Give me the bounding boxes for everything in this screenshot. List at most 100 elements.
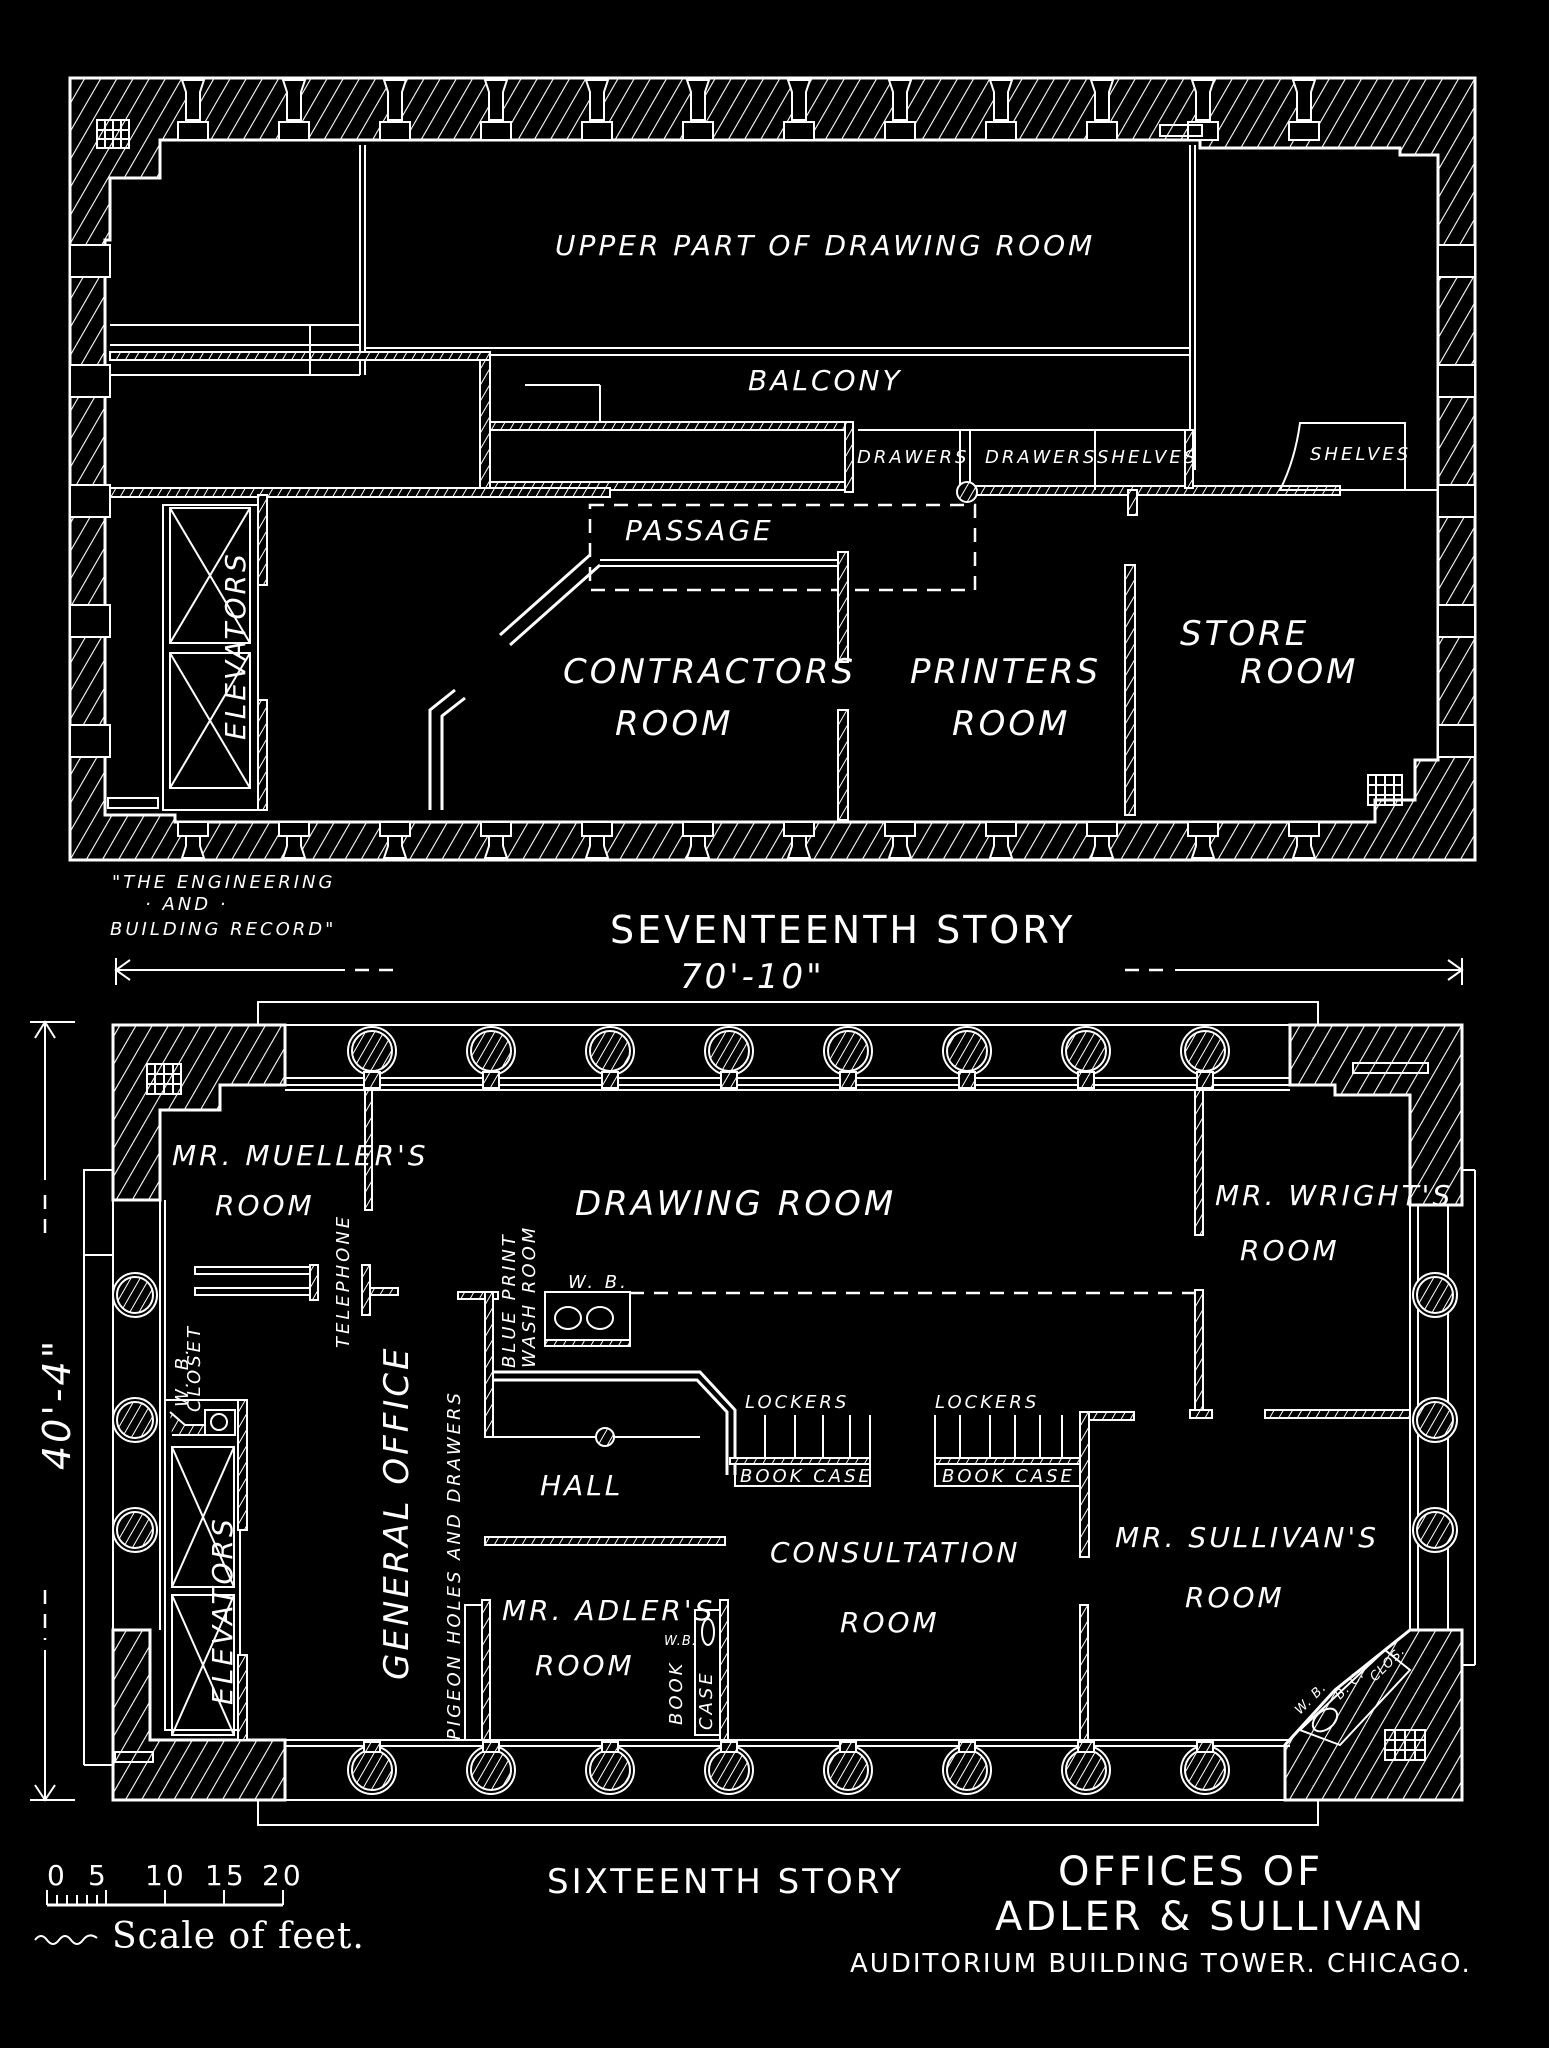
flue-grid-16-bottom-right <box>1384 1729 1426 1761</box>
label-blue-print: BLUE PRINT <box>499 1232 520 1368</box>
window-sill <box>379 121 411 141</box>
label-closet: CLOSET <box>184 1324 205 1412</box>
window-sill <box>1086 821 1118 837</box>
window-recess <box>382 79 408 121</box>
window-sill <box>985 121 1017 141</box>
column <box>470 1749 512 1791</box>
label-hall: HALL <box>540 1469 623 1502</box>
label-sullivan-room-2: ROOM <box>1185 1581 1285 1614</box>
title-block: OFFICES OF ADLER & SULLIVAN AUDITORIUM B… <box>850 1849 1470 1979</box>
label-wb-elevator: W. B. <box>172 1346 193 1407</box>
label-wb-blue-print: W. B. <box>568 1272 629 1293</box>
flue-bottom-left <box>107 797 159 809</box>
elevator-shafts-16 <box>164 1399 248 1741</box>
column <box>708 1030 750 1072</box>
label-wb-adler: W.B. <box>664 1634 697 1649</box>
label-shelves-2: SHELVES <box>1310 444 1411 465</box>
columns-bottom-row <box>347 1741 1230 1795</box>
label-adler-room-1: MR. ADLER'S <box>502 1594 715 1627</box>
window-sill <box>884 821 916 837</box>
scale-flourish <box>34 1934 98 1945</box>
window-sill <box>480 821 512 837</box>
scale-ticks <box>46 1890 284 1905</box>
width-dimension-label: 70'-10" <box>680 957 825 997</box>
window-piers-top <box>177 79 1320 141</box>
window-recess <box>887 79 913 121</box>
window-recess <box>69 244 111 278</box>
label-mueller-room-2: ROOM <box>215 1189 315 1222</box>
label-store-room-1: STORE <box>1180 614 1309 654</box>
publication-credit: "THE ENGINEERING · AND · BUILDING RECORD… <box>110 872 335 940</box>
columns-top-row <box>347 1026 1230 1089</box>
scale-tick-20: 20 <box>262 1859 304 1892</box>
column <box>1416 1511 1454 1549</box>
corner-pier-bottom-right <box>1283 1628 1464 1802</box>
window-recess <box>1437 724 1476 758</box>
window-sill <box>581 821 613 837</box>
column <box>351 1030 393 1072</box>
column <box>589 1030 631 1072</box>
columns-left <box>112 1272 158 1553</box>
window-sill <box>682 121 714 141</box>
column <box>116 1511 154 1549</box>
window-piers-bottom <box>177 821 1320 859</box>
window-sill <box>480 121 512 141</box>
column <box>470 1030 512 1072</box>
label-pigeon-holes: PIGEON HOLES AND DRAWERS <box>444 1390 465 1740</box>
label-consultation-room-1: CONSULTATION <box>770 1536 1021 1569</box>
window-sill <box>884 121 916 141</box>
window-recess <box>786 79 812 121</box>
label-wash-room: WASH ROOM <box>519 1225 540 1368</box>
window-piers-left <box>69 244 111 758</box>
window-sill <box>1288 121 1320 141</box>
window-recess <box>685 79 711 121</box>
window-recess <box>1437 604 1476 638</box>
column-base <box>720 1071 738 1089</box>
window-recess <box>281 79 307 121</box>
window-sill <box>581 121 613 141</box>
label-adler-room-2: ROOM <box>535 1649 635 1682</box>
label-store-room-2: ROOM <box>1240 652 1358 692</box>
window-sill <box>1086 121 1118 141</box>
seventeenth-story-plan <box>68 76 1477 862</box>
sixteenth-story-plan <box>83 1001 1476 1826</box>
elevator-shafts-17 <box>162 494 268 811</box>
window-recess <box>988 79 1014 121</box>
column <box>1065 1030 1107 1072</box>
label-drawers-1: DRAWERS <box>857 447 969 468</box>
column-base <box>720 1741 738 1753</box>
column-base <box>839 1741 857 1753</box>
column <box>1065 1749 1107 1791</box>
label-general-office: GENERAL OFFICE <box>377 1345 417 1680</box>
column <box>589 1749 631 1791</box>
credit-line-1: "THE ENGINEERING <box>112 872 335 893</box>
scale-bar: 0 5 10 15 20 Scale of feet. <box>34 1859 364 1957</box>
column-base <box>601 1741 619 1753</box>
label-passage: PASSAGE <box>625 514 774 547</box>
window-recess <box>69 724 111 758</box>
label-elevators-17: ELEVATORS <box>219 551 252 740</box>
column-base <box>482 1071 500 1089</box>
window-sill <box>278 121 310 141</box>
window-recess <box>69 604 111 638</box>
sixteenth-story-labels: MR. MUELLER'S ROOM DRAWING ROOM MR. WRIG… <box>172 1139 1450 1740</box>
depth-dimension-label: 40'-4" <box>35 1338 79 1470</box>
label-book-case-2: BOOK CASE <box>942 1466 1075 1487</box>
column <box>1416 1401 1454 1439</box>
depth-dimension: 40'-4" <box>30 1020 79 1802</box>
column-base <box>363 1741 381 1753</box>
window-recess <box>1437 484 1476 518</box>
label-telephone: TELEPHONE <box>333 1214 354 1348</box>
window-recess <box>483 79 509 121</box>
lockers-bookcase-2 <box>934 1411 1135 1558</box>
label-drawing-room: DRAWING ROOM <box>575 1184 896 1224</box>
flue-16-bottom-left <box>114 1751 154 1763</box>
corner-pier-top-right <box>1288 1023 1464 1207</box>
seventeenth-story-labels: UPPER PART OF DRAWING ROOM BALCONY DRAWE… <box>219 229 1411 744</box>
label-lockers-1: LOCKERS <box>745 1392 849 1413</box>
staircase-17 <box>489 384 854 493</box>
column-base <box>601 1071 619 1089</box>
column <box>116 1276 154 1314</box>
label-printers-room-1: PRINTERS <box>910 652 1101 692</box>
label-contractors-room-2: ROOM <box>615 704 733 744</box>
